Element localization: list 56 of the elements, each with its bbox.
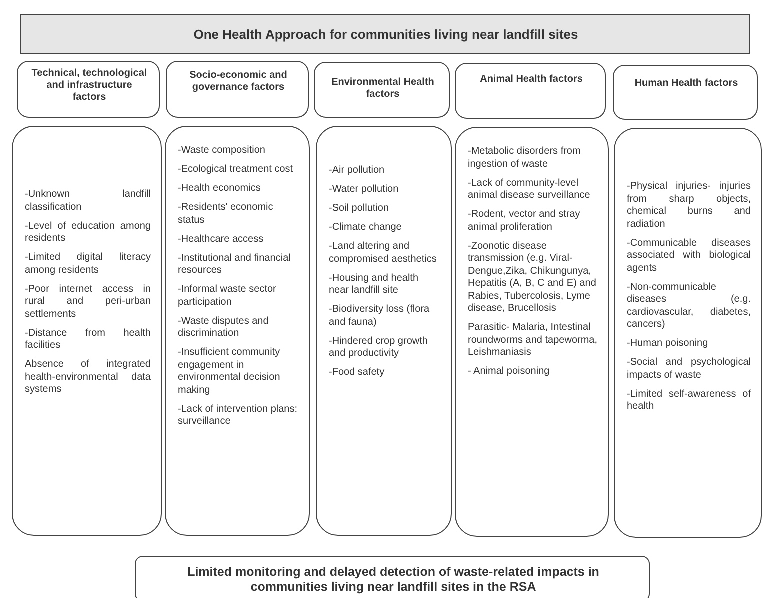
factor-item: -Climate change [329, 222, 403, 234]
factor-item: -Housing and health near landfill site [329, 272, 420, 298]
category-heading: Human Health factors [634, 78, 740, 90]
factor-item: -Healthcare access [178, 234, 265, 246]
factor-item: -Biodiversity loss (flora and fauna) [329, 304, 431, 329]
factor-item: -Social and psychological impacts of waste [627, 357, 751, 382]
factor-item: -Rodent, vector and stray animal proliferation [468, 209, 582, 234]
factor-item: -Water pollution [329, 184, 400, 196]
factor-item: -Non-communicable diseases (e.g. cardiovascular, diabetes, cancers) [627, 282, 751, 332]
factor-item: -Soil pollution [329, 203, 390, 216]
factor-item: Absence of integrated health-environmental data systems [25, 359, 151, 396]
factor-item: -Ecological treatment cost [178, 164, 294, 176]
factor-item: -Distance from health facilities [25, 328, 151, 352]
factor-item: -Human poisoning [627, 338, 710, 350]
category-header-box [166, 61, 309, 118]
title-text: One Health Approach for communities living near landfill sites [194, 27, 578, 42]
category-heading: Socio-economic and governance factors [188, 70, 288, 94]
category-header-box [455, 63, 606, 119]
factor-item: -Health economics [178, 183, 262, 196]
factor-list-box [614, 128, 762, 538]
factor-item: -Limited digital literacy among residents [25, 252, 151, 277]
factor-item: Parasitic- Malaria, Intestinal roundworms and tapeworma, Leishmaniasis [468, 322, 598, 360]
factor-item: -Level of education among residents [25, 220, 151, 246]
factor-item: -Institutional and financial resources [178, 252, 292, 278]
factor-item: -Limited self-awareness of health [627, 388, 751, 414]
factor-list-box [455, 127, 609, 537]
factor-item: -Physical injuries- injuries from sharp objects, chemical burns and radiation [627, 181, 751, 231]
factor-list-box [12, 126, 162, 536]
factor-item: -Land altering and compromised aesthetics [329, 241, 438, 266]
factor-item: -Informal waste sector participation [178, 284, 278, 309]
category-heading: Technical, technological and infrastructure factors [30, 68, 148, 104]
factor-item: -Poor internet access in rural and peri-urban settlements [25, 284, 151, 321]
factor-item: -Lack of intervention plans: surveillance [178, 404, 299, 428]
factor-item: -Unknown landfill classification [25, 189, 151, 214]
factor-item: -Insufficient community engagement in environmental decision making [178, 347, 282, 397]
category-header-box [17, 61, 160, 118]
factor-item: -Residents' economic status [178, 202, 274, 227]
factor-item: -Waste composition [178, 145, 266, 158]
category-heading: Animal Health factors [479, 74, 584, 86]
factor-item: -Food safety [329, 367, 386, 380]
category-header-box [613, 65, 758, 120]
factor-list-box [316, 126, 452, 536]
title-banner [20, 14, 750, 54]
factor-item: -Zoonotic disease transmission (e.g. Viral- Dengue,Zika, Chikungunya, Hepatitis (A, B, C and E) and Rabies, Tubercolosis, Lyme disease, Brucellosis [468, 240, 598, 316]
factor-item: -Lack of community-level animal disease surveillance [468, 178, 592, 202]
outcome-text: Limited monitoring and delayed detection of waste-related impacts in communities living near landfill sites in the RSA [186, 565, 600, 595]
outcome-box [135, 556, 650, 598]
factor-item: -Hindered crop growth and productivity [329, 336, 429, 360]
factor-item: -Communicable diseases associated with biological agents [627, 238, 751, 275]
factor-item: -Waste disputes and discrimination [178, 316, 270, 340]
category-heading: Environmental Health factors [330, 77, 436, 101]
factor-list-box [165, 126, 310, 536]
factor-item: -Air pollution [329, 165, 386, 178]
category-header-box [314, 62, 450, 118]
factor-item: -Metabolic disorders from ingestion of waste [468, 146, 582, 171]
factor-item: - Animal poisoning [468, 366, 551, 378]
